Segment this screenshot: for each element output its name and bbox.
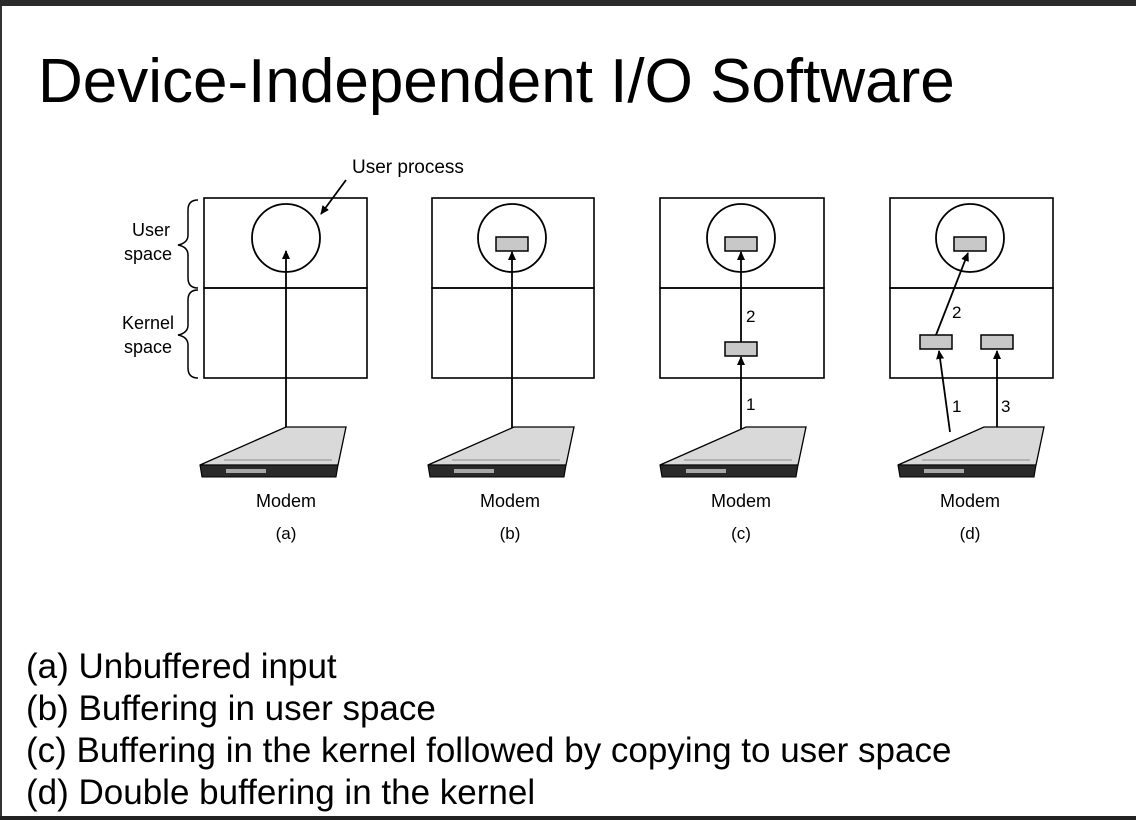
panel-b	[431, 197, 595, 432]
user-buffer	[495, 236, 529, 252]
kernel-space-region	[659, 287, 825, 379]
input-arrow-step-1	[936, 350, 951, 433]
step-label-3: 3	[1001, 397, 1010, 416]
step-label-1: 1	[952, 397, 961, 416]
panel-caption: (b)	[500, 524, 521, 543]
panel-c: 2 1	[659, 197, 825, 432]
kernel-space-label-line1: Kernel	[122, 313, 174, 333]
step-label-2: 2	[952, 303, 961, 322]
modem-icon-a	[199, 426, 347, 478]
kernel-space-region	[889, 287, 1054, 379]
caption-list: (a) Unbuffered input (b) Buffering in us…	[26, 646, 951, 814]
user-buffer	[724, 236, 758, 252]
buffering-diagram: User process User space Kernel space 2 1	[122, 157, 1054, 543]
panel-a	[203, 197, 368, 432]
kernel-buffer-1	[919, 334, 953, 350]
user-process-pointer	[320, 179, 347, 215]
kernel-space-label-line2: space	[124, 337, 172, 357]
user-process-label: User process	[352, 157, 464, 178]
device-label: Modem	[711, 491, 771, 511]
modem-icon-d	[897, 426, 1045, 478]
slide-left-border	[0, 6, 2, 820]
copy-arrow-step-2	[935, 252, 969, 336]
user-buffer	[953, 236, 987, 252]
caption-c: (c) Buffering in the kernel followed by …	[26, 731, 952, 770]
slide-bottom-border	[0, 816, 1136, 820]
panel-caption: (a)	[276, 524, 297, 543]
user-process-circle	[935, 203, 1005, 273]
panel-caption: (c)	[731, 524, 751, 543]
panel-d: 2 1 3	[889, 197, 1054, 433]
user-space-label-line2: space	[124, 244, 172, 264]
caption-a: (a) Unbuffered input	[26, 647, 337, 686]
modem-icon-b	[427, 426, 575, 478]
step-label-1: 1	[746, 395, 755, 414]
step-label-2: 2	[746, 307, 755, 326]
panel-caption: (d)	[960, 524, 981, 543]
caption-b: (b) Buffering in user space	[26, 689, 436, 728]
device-label: Modem	[480, 491, 540, 511]
kernel-buffer	[724, 341, 758, 357]
kernel-space-region	[431, 287, 595, 379]
device-label: Modem	[256, 491, 316, 511]
caption-d: (d) Double buffering in the kernel	[26, 773, 536, 812]
user-space-label-line1: User	[132, 220, 170, 240]
slide-title: Device-Independent I/O Software	[38, 47, 955, 116]
modem-icon-c	[659, 426, 807, 478]
kernel-space-brace	[177, 289, 199, 379]
user-space-brace	[177, 199, 199, 289]
device-label: Modem	[940, 491, 1000, 511]
window-top-bar	[0, 0, 1136, 6]
kernel-buffer-2	[980, 334, 1014, 350]
